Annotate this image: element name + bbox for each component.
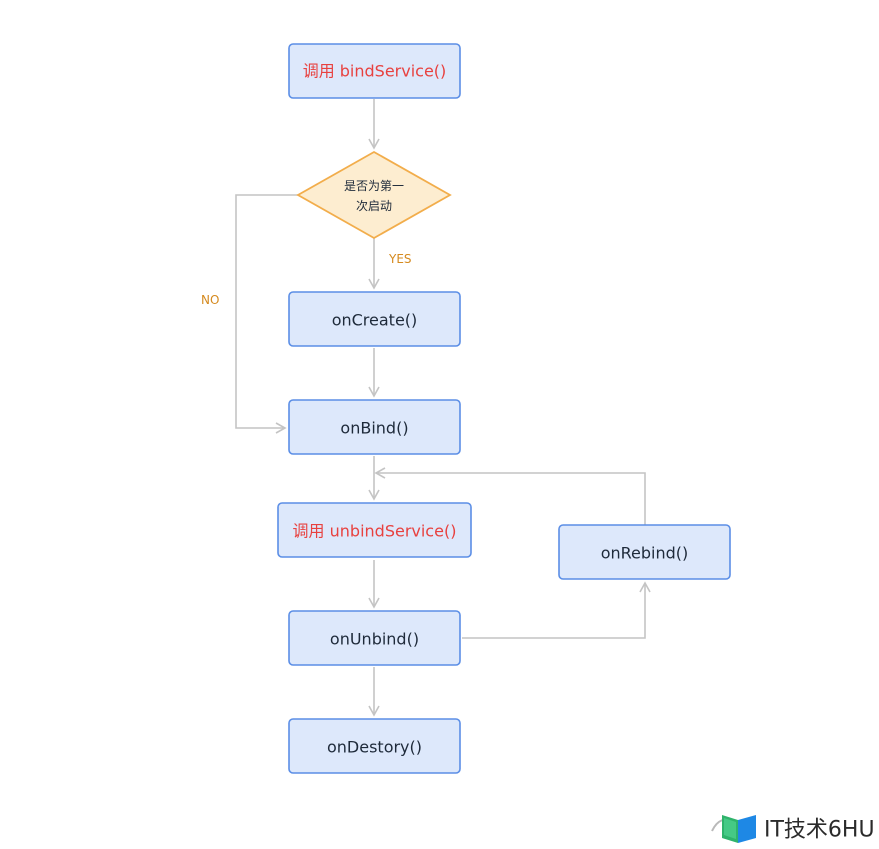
edges [235, 99, 651, 717]
watermark: IT技术6HU [711, 815, 875, 843]
node-on-rebind-label: onRebind() [601, 544, 689, 563]
watermark-text: IT技术6HU [764, 818, 875, 843]
node-on-destory: onDestory() [288, 718, 461, 774]
node-unbind-service-label: 调用 unbindService() [293, 522, 457, 541]
node-bind-service-label: 调用 bindService() [303, 62, 447, 81]
edge-decision-no-to-onbind [235, 194, 298, 434]
decision-label-line-1: 是否为第一 [344, 179, 404, 193]
node-on-create-label: onCreate() [332, 311, 418, 330]
decision-first-start: 是否为第一 次启动 [296, 150, 452, 240]
node-on-unbind-label: onUnbind() [330, 630, 419, 649]
decision-label-line-2: 次启动 [356, 199, 392, 213]
edge-onunbind-to-onrebind [462, 581, 651, 639]
node-on-bind: onBind() [288, 399, 461, 455]
edge-onrebind-to-onbind-loop [374, 467, 646, 525]
node-unbind-service: 调用 unbindService() [277, 502, 472, 558]
node-on-rebind: onRebind() [558, 524, 731, 580]
node-bind-service: 调用 bindService() [288, 43, 461, 99]
edge-label-no: NO [201, 293, 219, 307]
node-on-unbind: onUnbind() [288, 610, 461, 666]
node-on-destory-label: onDestory() [327, 738, 422, 757]
edge-label-yes: YES [388, 252, 412, 266]
node-on-bind-label: onBind() [340, 419, 408, 438]
watermark-logo-icon [711, 815, 756, 843]
node-on-create: onCreate() [288, 291, 461, 347]
